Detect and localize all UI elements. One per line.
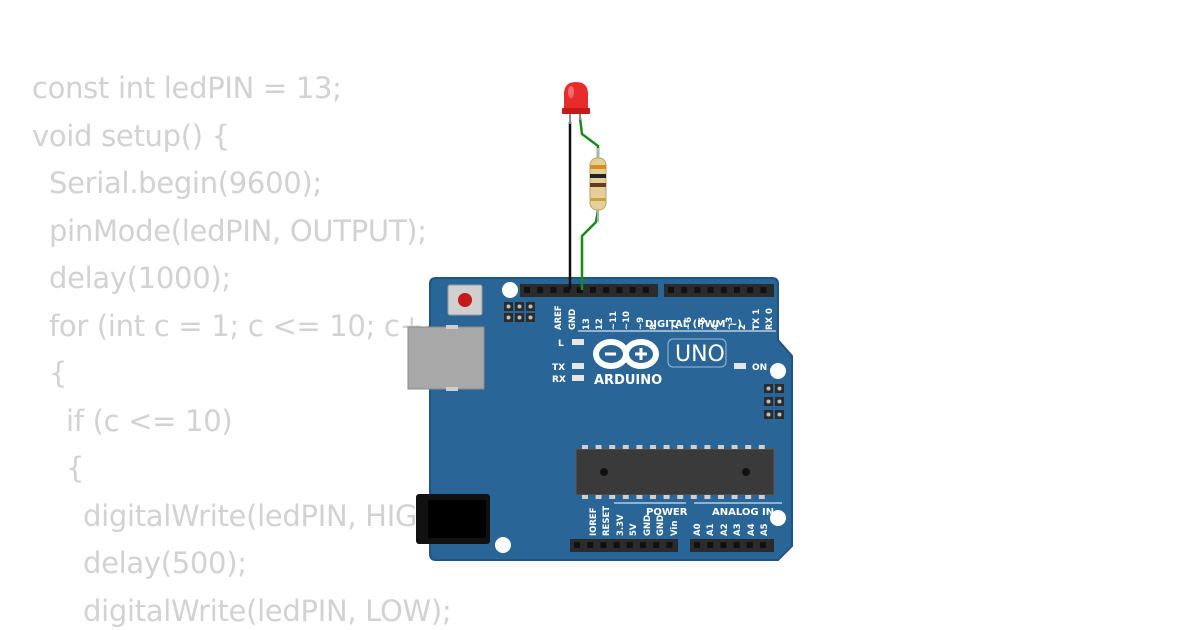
led-on <box>734 363 746 369</box>
code-line: delay(500); <box>83 546 247 580</box>
model-label: UNO <box>675 342 725 367</box>
pin-label: TX 1 <box>752 309 762 330</box>
usb-connector <box>407 326 485 390</box>
pin-label: 12 <box>595 318 605 330</box>
mounting-hole <box>770 363 786 379</box>
pin-label: 2 <box>738 324 748 330</box>
pin-label: ~10 <box>622 311 632 330</box>
pin-label: ~5 <box>698 317 708 330</box>
pin-label: A2 <box>720 523 730 536</box>
reset-button[interactable] <box>447 284 483 316</box>
code-line: digitalWrite(ledPIN, LOW); <box>83 593 452 628</box>
microcontroller-chip <box>575 445 775 499</box>
mounting-hole <box>502 282 518 298</box>
pin-label: ~6 <box>684 317 694 330</box>
code-line: void setup() { <box>32 118 230 153</box>
pin-label: A1 <box>706 523 716 536</box>
code-line: if (c <= 10) <box>66 403 233 438</box>
pin-label: Vin <box>670 521 680 536</box>
icsp-header-right <box>764 384 784 419</box>
pin-label: 3.3V <box>616 514 626 536</box>
led-tx <box>572 363 584 369</box>
led-rx-label: RX <box>552 375 566 385</box>
led-rx <box>572 375 584 381</box>
led-on-label: ON <box>752 363 767 373</box>
power-header <box>570 539 678 552</box>
pin-label: GND <box>656 515 666 536</box>
led-l <box>572 339 584 345</box>
power-jack <box>416 494 490 544</box>
led-l-label: L <box>558 339 564 349</box>
pin-label: A3 <box>733 523 743 536</box>
pin-label: IOREF <box>589 507 599 536</box>
pin-label: AREF <box>554 305 564 330</box>
pin-label: ~3 <box>725 317 735 330</box>
model-badge <box>667 338 727 368</box>
digital-label: DIGITAL (PWM ~) <box>645 319 742 330</box>
pin-label: A0 <box>693 523 703 536</box>
mounting-hole <box>495 537 511 553</box>
power-label: POWER <box>646 507 688 518</box>
led[interactable] <box>562 82 590 124</box>
pin-label: 8 <box>649 324 659 330</box>
pin-label: ~11 <box>609 311 619 330</box>
pin-label: RX 0 <box>765 308 775 330</box>
pin-label: A5 <box>760 523 770 536</box>
analog-label: ANALOG IN <box>712 507 774 518</box>
code-line: { <box>66 451 85 485</box>
mounting-hole <box>770 510 786 526</box>
code-line: Serial.begin(9600); <box>49 166 322 200</box>
icsp-header <box>504 302 535 322</box>
pin-label: 13 <box>582 318 592 330</box>
brand-label: ARDUINO <box>594 373 662 388</box>
pin-label: 5V <box>629 523 639 536</box>
arduino-logo-icon <box>593 339 659 369</box>
pin-label: 4 <box>711 324 721 330</box>
pin-label: ~9 <box>636 317 646 330</box>
digital-header-right <box>664 284 774 297</box>
code-line: pinMode(ledPIN, OUTPUT); <box>49 213 427 248</box>
pin-label: A4 <box>747 523 757 536</box>
led-tx-label: TX <box>552 363 565 373</box>
resistor[interactable] <box>589 148 607 222</box>
code-line: { <box>49 356 68 390</box>
code-line: const int ledPIN = 13; <box>32 71 342 105</box>
code-line: delay(1000); <box>49 261 231 295</box>
pin-label: 7 <box>671 324 681 330</box>
pin-label: RESET <box>602 506 612 536</box>
pin-label: GND <box>643 515 653 536</box>
pin-label: GND <box>568 309 578 330</box>
